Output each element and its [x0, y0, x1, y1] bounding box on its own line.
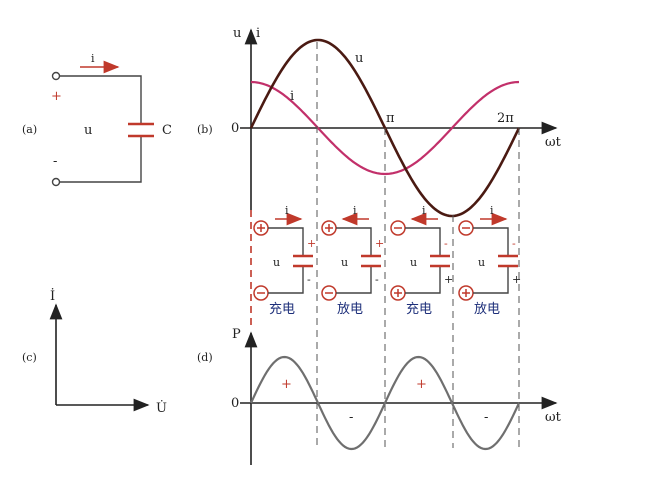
circuit-wire-bottom — [336, 266, 372, 294]
circuit-phase-label: 充电 — [269, 301, 295, 317]
y-label-i: i — [256, 26, 260, 41]
circuit-wire-top — [336, 227, 372, 256]
capacitor-label: C — [162, 123, 172, 138]
i-phasor-label: İ — [50, 287, 55, 304]
voltage-label: u — [84, 123, 92, 138]
y-label-p: P — [232, 327, 241, 342]
circuit-current-label: i — [422, 204, 426, 217]
power-sign-2: - — [349, 410, 353, 425]
circuit-wire-top — [405, 227, 441, 256]
terminal-top — [51, 71, 61, 81]
phase-circuit-4: i u - + 放电 — [458, 204, 521, 317]
u-phasor-label: U̇ — [156, 400, 167, 416]
x-label-b: ωt — [545, 135, 562, 150]
curve-i-label: i — [290, 89, 294, 104]
minus-sign: - — [53, 154, 57, 169]
wire-top — [60, 75, 142, 124]
x-label-d: ωt — [545, 410, 562, 425]
power-sign-3: + — [416, 377, 427, 392]
phase-circuit-1: i u + - 充电 — [253, 204, 316, 317]
circuit-cap-top-sign: + — [375, 237, 384, 250]
circuit-cap-bottom-sign: + — [444, 273, 453, 286]
circuit-phase-label: 放电 — [474, 302, 500, 317]
circuit-wire-bottom — [473, 266, 509, 294]
power-sign-1: + — [281, 377, 292, 392]
circuit-phase-label: 放电 — [337, 302, 363, 317]
phase-circuits: i u + - 充电 i u + - 放电 i u - + 充电 i u - + 放电 — [253, 204, 521, 317]
circuit-voltage-label: u — [478, 256, 485, 269]
circuit-wire-bottom — [268, 266, 304, 294]
panel-d-tag: (d) — [197, 351, 213, 364]
phase-circuit-2: i u + - 放电 — [321, 204, 384, 317]
origin-d: 0 — [231, 396, 239, 411]
power-sign-4: - — [484, 410, 488, 425]
circuit-current-label: i — [285, 204, 289, 217]
circuit-cap-bottom-sign: - — [375, 273, 379, 286]
current-curve — [250, 80, 520, 176]
circuit-voltage-label: u — [341, 256, 348, 269]
panel-b-tag: (b) — [197, 123, 213, 136]
panel-a-tag: (a) — [22, 123, 37, 136]
circuit-cap-top-sign: + — [307, 237, 316, 250]
y-label-u: u — [233, 26, 241, 41]
circuit-cap-top-sign: - — [444, 237, 448, 250]
circuit-wire-top — [268, 227, 304, 256]
origin-b: 0 — [231, 121, 239, 136]
circuit-current-label: i — [353, 204, 357, 217]
panel-a-circuit: (a) i + - u C — [22, 52, 172, 187]
circuit-current-label: i — [490, 204, 494, 217]
circuit-wire-top — [473, 227, 509, 256]
tick-pi: π — [386, 111, 395, 126]
panel-c-phasor: (c) İ U̇ — [22, 287, 167, 416]
circuit-voltage-label: u — [273, 256, 280, 269]
circuit-cap-bottom-sign: - — [307, 273, 311, 286]
current-label: i — [91, 52, 95, 65]
phase-circuit-3: i u - + 充电 — [390, 204, 453, 317]
circuit-voltage-label: u — [410, 256, 417, 269]
circuit-wire-bottom — [405, 266, 441, 294]
curve-u-label: u — [355, 51, 363, 66]
terminal-bottom — [51, 177, 61, 187]
quarter-dividers — [250, 42, 520, 448]
power-curve — [250, 355, 520, 451]
circuit-cap-top-sign: - — [512, 237, 516, 250]
circuit-cap-bottom-sign: + — [512, 273, 521, 286]
plus-sign: + — [51, 89, 62, 104]
circuit-phase-label: 充电 — [406, 301, 432, 317]
panel-c-tag: (c) — [22, 351, 37, 364]
tick-2pi: 2π — [497, 111, 514, 126]
wire-bottom — [60, 136, 142, 183]
panel-b-waveforms: (b) u i 0 π 2π ωt u i — [197, 26, 562, 218]
panel-d-power: (d) P 0 ωt + - + - — [197, 327, 562, 465]
